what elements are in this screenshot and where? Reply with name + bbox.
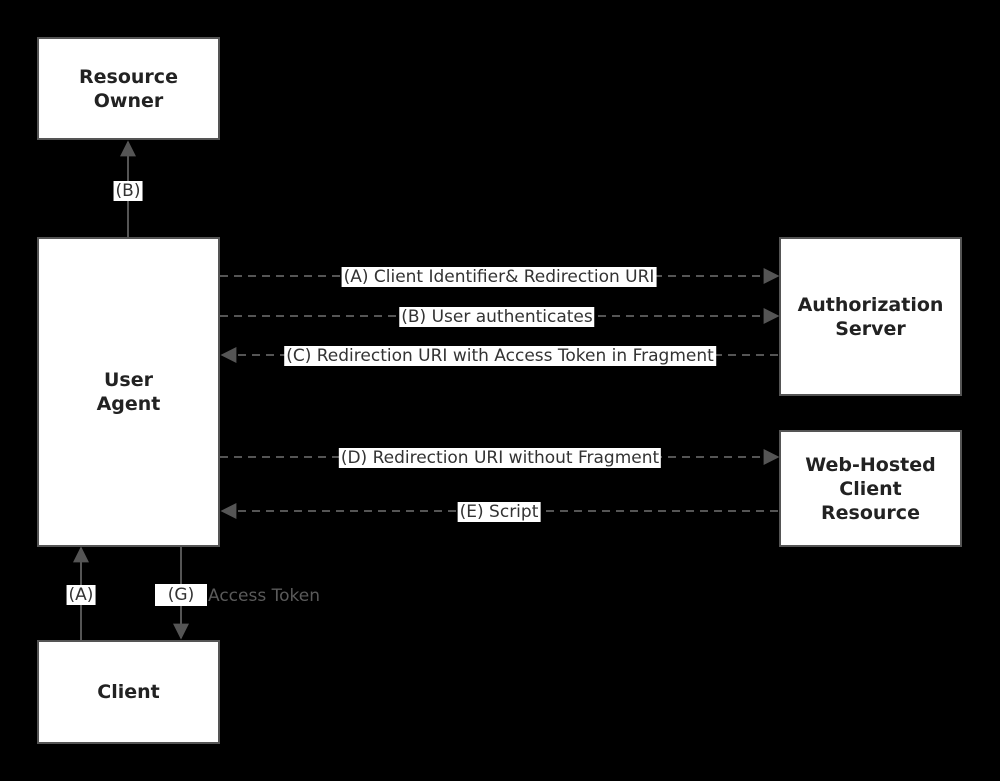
edge-label-e-script: (E) Script	[457, 502, 541, 522]
edge-label-a-client-identifier: (A) Client Identifier& Redirection URI	[341, 267, 657, 287]
client-box: Client	[37, 640, 220, 744]
edge-label-b-user-authenticates: (B) User authenticates	[399, 307, 595, 327]
edge-label-access-token: Access Token	[208, 586, 320, 606]
user-agent-label: User Agent	[96, 369, 161, 415]
web-hosted-client-resource-label: Web-Hosted Client Resource	[805, 453, 936, 524]
edge-label-g-background	[155, 584, 207, 606]
resource-owner-box: Resource Owner	[37, 37, 220, 140]
edge-label-a-client: (A)	[66, 585, 96, 605]
edge-label-b-resource-owner: (B)	[113, 181, 143, 201]
edge-label-g: (G)	[167, 585, 195, 605]
edge-label-c-redirect-with-token: (C) Redirection URI with Access Token in…	[284, 346, 716, 366]
web-hosted-client-resource-box: Web-Hosted Client Resource	[779, 430, 962, 547]
edge-label-d-redirect-without-fragment: (D) Redirection URI without Fragment	[338, 448, 662, 468]
user-agent-box: User Agent	[37, 237, 220, 547]
authorization-server-box: Authorization Server	[779, 237, 962, 396]
client-label: Client	[97, 681, 160, 703]
resource-owner-label: Resource Owner	[79, 65, 178, 112]
authorization-server-label: Authorization Server	[797, 293, 944, 340]
